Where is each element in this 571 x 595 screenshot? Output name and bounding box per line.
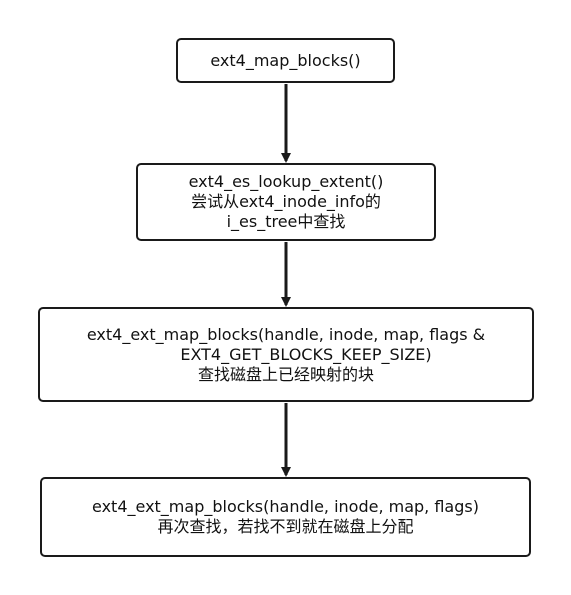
- node-label-line: ext4_ext_map_blocks(handle, inode, map, …: [92, 497, 479, 516]
- node-label-line: EXT4_GET_BLOCKS_KEEP_SIZE): [180, 344, 432, 364]
- node-label-line: 查找磁盘上已经映射的块: [197, 364, 374, 384]
- node-ext4-ext-map-blocks-allocate: ext4_ext_map_blocks(handle, inode, map, …: [40, 477, 531, 557]
- node-label-line: ext4_ext_map_blocks(handle, inode, map, …: [86, 324, 486, 344]
- node-label-line: ext4_es_lookup_extent(): [188, 172, 384, 191]
- node-label-line: ext4_map_blocks(): [210, 50, 361, 70]
- node-ext4-map-blocks: ext4_map_blocks(): [176, 38, 395, 83]
- node-ext4-es-lookup-extent: ext4_es_lookup_extent() 尝试从ext4_inode_in…: [136, 163, 436, 241]
- node-label-line: i_es_tree中查找: [226, 212, 346, 231]
- node-label-line: 尝试从ext4_inode_info的: [191, 192, 381, 211]
- node-ext4-ext-map-blocks-keep-size: ext4_ext_map_blocks(handle, inode, map, …: [38, 307, 534, 402]
- node-label-line: 再次查找，若找不到就在磁盘上分配: [157, 517, 414, 536]
